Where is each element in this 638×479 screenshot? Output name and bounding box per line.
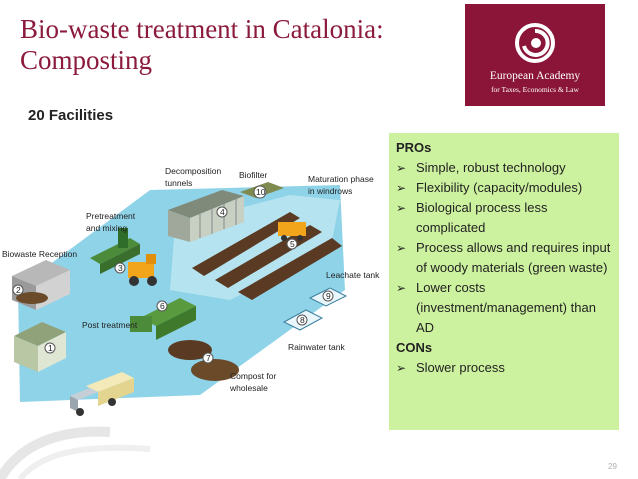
- checkmark-arrow-icon: ➢: [396, 238, 406, 258]
- list-item: ➢ Lower costs (investment/management) tha…: [396, 278, 613, 338]
- label-decomposition-2: tunnels: [165, 178, 192, 188]
- step-number-2: 2: [16, 285, 21, 295]
- pro-text: Simple, robust technology: [416, 160, 566, 175]
- decorative-swirl: [0, 424, 160, 479]
- label-compost-1: Compost for: [230, 371, 276, 381]
- pros-cons-box: PROs ➢ Simple, robust technology ➢ Flexibi…: [389, 133, 619, 430]
- label-pretreatment-1: Pretreatment: [86, 211, 136, 221]
- step-number-3: 3: [118, 263, 123, 273]
- pros-heading: PROs: [396, 138, 613, 158]
- label-pretreatment-2: and mixing: [86, 223, 127, 233]
- checkmark-arrow-icon: ➢: [396, 278, 406, 298]
- slide-title: Bio-waste treatment in Catalonia: Compos…: [20, 14, 460, 76]
- step-number-10: 10: [256, 187, 266, 197]
- step-number-6: 6: [160, 301, 165, 311]
- european-academy-logo: European Academy for Taxes, Economics & …: [465, 4, 605, 106]
- label-rainwater: Rainwater tank: [288, 342, 345, 352]
- checkmark-arrow-icon: ➢: [396, 158, 406, 178]
- con-text: Slower process: [416, 360, 505, 375]
- cons-heading: CONs: [396, 338, 613, 358]
- step-number-9: 9: [326, 291, 331, 301]
- list-item: ➢ Simple, robust technology: [396, 158, 613, 178]
- pro-text: Process allows and requires input of woo…: [416, 240, 610, 275]
- step-number-1: 1: [48, 343, 53, 353]
- step-number-4: 4: [220, 207, 225, 217]
- slide-title-line1: Bio-waste treatment in Catalonia:: [20, 14, 460, 45]
- composting-plant-illustration: 1 2 3 4 5 6 7 8 9 10 Biowaste Reception …: [0, 140, 385, 425]
- facilities-count: 20 Facilities: [28, 107, 113, 124]
- label-maturation-1: Maturation phase: [308, 174, 374, 184]
- step-number-8: 8: [300, 315, 305, 325]
- list-item: ➢ Flexibility (capacity/modules): [396, 178, 613, 198]
- list-item: ➢ Slower process: [396, 358, 613, 378]
- logo-line2: for Taxes, Economics & Law: [465, 85, 605, 94]
- pro-text: Lower costs (investment/management) than…: [416, 280, 596, 335]
- spiral-logo-icon: [514, 22, 556, 64]
- checkmark-arrow-icon: ➢: [396, 178, 406, 198]
- checkmark-arrow-icon: ➢: [396, 358, 406, 378]
- pros-list: ➢ Simple, robust technology ➢ Flexibility …: [396, 158, 613, 338]
- label-decomposition-1: Decomposition: [165, 166, 221, 176]
- cons-list: ➢ Slower process: [396, 358, 613, 378]
- slide-title-line2: Composting: [20, 45, 460, 76]
- list-item: ➢ Biological process less complicated: [396, 198, 613, 238]
- logo-line1: European Academy: [465, 70, 605, 82]
- label-maturation-2: in windrows: [308, 186, 352, 196]
- page-number: 29: [608, 462, 617, 471]
- label-compost-2: wholesale: [229, 383, 268, 393]
- label-leachate: Leachate tank: [326, 270, 380, 280]
- label-biofilter: Biofilter: [239, 170, 268, 180]
- label-reception: Biowaste Reception: [2, 249, 77, 259]
- pro-text: Biological process less complicated: [416, 200, 548, 235]
- label-post-treatment: Post treatment: [82, 320, 138, 330]
- step-number-5: 5: [290, 239, 295, 249]
- list-item: ➢ Process allows and requires input of wo…: [396, 238, 613, 278]
- step-number-7: 7: [206, 353, 211, 363]
- pro-text: Flexibility (capacity/modules): [416, 180, 582, 195]
- checkmark-arrow-icon: ➢: [396, 198, 406, 218]
